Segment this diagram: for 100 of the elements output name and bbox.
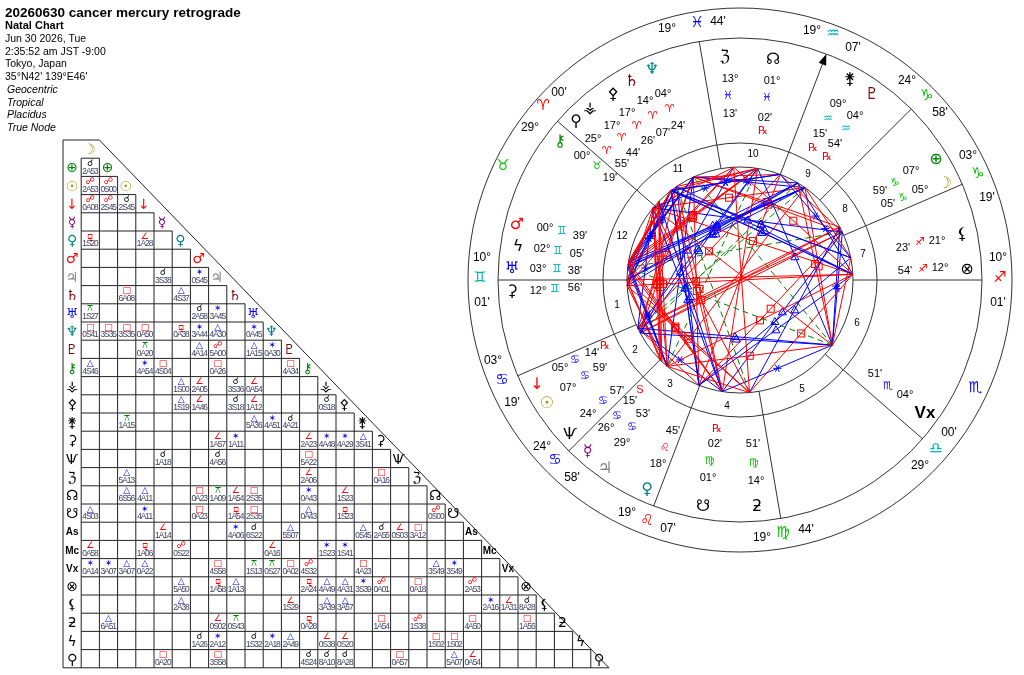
aspect-glyph: ⚻ xyxy=(214,484,221,495)
planet-glyph: ⊕ xyxy=(66,159,78,176)
cusp-minute-label: 58' xyxy=(932,105,948,119)
aspect-glyph: △ xyxy=(250,412,258,423)
orb-label: 4A14 xyxy=(191,347,207,358)
aspect-glyph: ⚻ xyxy=(251,557,258,568)
planet-glyph: ♂ xyxy=(509,213,525,233)
station-mark: S xyxy=(636,383,644,395)
orb-label: 5A36 xyxy=(246,420,262,431)
minute-label: 51' xyxy=(745,437,761,449)
aspect-glyph: △ xyxy=(123,558,131,569)
aspect-glyph: △ xyxy=(323,594,331,605)
orb-label: 4A56 xyxy=(209,456,226,467)
zodiac-sign-glyph: ♍ xyxy=(705,453,715,467)
planet-glyph: ♂ xyxy=(65,250,79,267)
orb-label: 0A23 xyxy=(191,493,207,504)
zodiac-sign-glyph: ♋ xyxy=(495,370,509,388)
chart-info-line: Jun 30 2026, Tue xyxy=(5,32,87,44)
minute-label: 14' xyxy=(584,346,600,358)
planet-glyph: Ѱ xyxy=(392,450,405,467)
planet-glyph: Vx xyxy=(914,403,936,423)
planet-glyph: ⚸ xyxy=(66,596,78,613)
degree-label: 12° xyxy=(529,284,547,296)
aspect-glyph: △ xyxy=(359,430,367,441)
aspect-glyph: ☌ xyxy=(160,449,167,459)
orb-label: 1S23 xyxy=(337,511,353,522)
orb-label: 4A29 xyxy=(337,438,353,449)
zodiac-sign-glyph: ♍ xyxy=(749,455,759,469)
orb-label: 3A44 xyxy=(191,329,207,340)
orb-label: 0A20 xyxy=(136,347,153,358)
aspect-glyph: □ xyxy=(195,485,204,496)
aspect-glyph: △ xyxy=(196,339,203,350)
house-number: 7 xyxy=(860,247,866,259)
planet-glyph: ♀ xyxy=(66,232,78,249)
degree-label: 04° xyxy=(896,388,914,400)
aspect-glyph: ☌ xyxy=(160,267,167,277)
cusp-degree-label: 24° xyxy=(532,439,552,453)
planet-glyph: ♆ xyxy=(265,323,278,340)
planet-glyph: ƻ xyxy=(67,614,77,631)
minute-label: 23' xyxy=(895,241,911,253)
minute-label: 53' xyxy=(635,407,651,419)
orb-label: 4A48 xyxy=(318,438,335,449)
planet-glyph: ♇ xyxy=(65,341,79,358)
orb-label: 1A31 xyxy=(500,602,517,613)
aspect-glyph: ⚼ xyxy=(342,503,349,514)
cusp-degree-label: 29° xyxy=(910,458,930,472)
aspect-glyph: ✶ xyxy=(195,267,204,277)
orb-label: 1A11 xyxy=(228,438,244,449)
orb-label: 0A50 xyxy=(136,329,153,340)
zodiac-sign-glyph: ♓ xyxy=(690,13,704,31)
orb-label: 1A09 xyxy=(209,493,226,504)
retrograde-mark: ℞ xyxy=(808,140,818,154)
planet-glyph: ϟ xyxy=(67,632,77,649)
minute-label: 07' xyxy=(655,126,671,138)
cusp-minute-label: 58' xyxy=(564,470,580,484)
planet-glyph: ƻ xyxy=(558,614,567,631)
orb-label: 0S43 xyxy=(227,620,244,631)
planet-glyph: ⚸ xyxy=(539,596,550,613)
aspect-glyph: □ xyxy=(286,358,295,368)
aspect-glyph: ∠ xyxy=(504,594,513,605)
chart-title: 20260630 cancer mercury retrograde xyxy=(5,4,241,20)
zodiac-sign-glyph: ♓ xyxy=(723,88,733,102)
minute-label: 24' xyxy=(670,119,686,131)
zodiac-sign-glyph: ♋ xyxy=(598,393,608,407)
orb-label: 5A50 xyxy=(173,584,189,595)
cusp-degree-label: 03° xyxy=(483,353,503,367)
planet-glyph: Ѱ xyxy=(66,450,79,467)
aspect-glyph: □ xyxy=(213,649,222,660)
aspect-glyph: △ xyxy=(177,576,185,587)
orb-label: 4A31 xyxy=(337,584,353,595)
chart-setting-label: Tropical xyxy=(7,96,44,108)
house-number: 11 xyxy=(672,162,684,174)
aspect-glyph: △ xyxy=(341,594,349,605)
aspect-glyph: ✶ xyxy=(341,540,349,550)
orb-label: 1A54 xyxy=(227,493,244,504)
aspect-glyph: □ xyxy=(468,612,477,623)
aspect-glyph: ✶ xyxy=(141,358,149,368)
planet-glyph: ℨ xyxy=(720,45,730,65)
degree-label: 07° xyxy=(902,164,920,176)
orb-label: 0A16 xyxy=(264,547,280,558)
aspect-glyph: △ xyxy=(359,521,367,532)
planet-glyph: ☽ xyxy=(83,141,96,158)
zodiac-sign-glyph: ♏ xyxy=(968,378,982,396)
minute-label: 54' xyxy=(897,264,913,276)
orb-label: 0A45 xyxy=(246,329,262,340)
planet-glyph: ⊗ xyxy=(520,577,532,594)
aspect-glyph: ⚼ xyxy=(87,230,94,241)
zodiac-sign-glyph: ♈ xyxy=(665,101,675,115)
orb-label: 0A43 xyxy=(300,511,317,522)
zodiac-sign-glyph: ♈ xyxy=(536,96,550,114)
aspect-glyph: ⚻ xyxy=(232,612,239,623)
planet-glyph: ⚳ xyxy=(506,280,518,300)
aspect-glyph: ☌ xyxy=(378,521,385,532)
orb-label: 1S29 xyxy=(282,602,298,613)
aspect-glyph: ☌ xyxy=(287,412,294,423)
aspect-glyph: ⚼ xyxy=(305,575,312,587)
house-number: 5 xyxy=(799,382,805,394)
orb-label: 3A39 xyxy=(318,602,335,613)
orb-label: 5S07 xyxy=(282,529,298,540)
planet-glyph: ♄ xyxy=(65,286,79,303)
